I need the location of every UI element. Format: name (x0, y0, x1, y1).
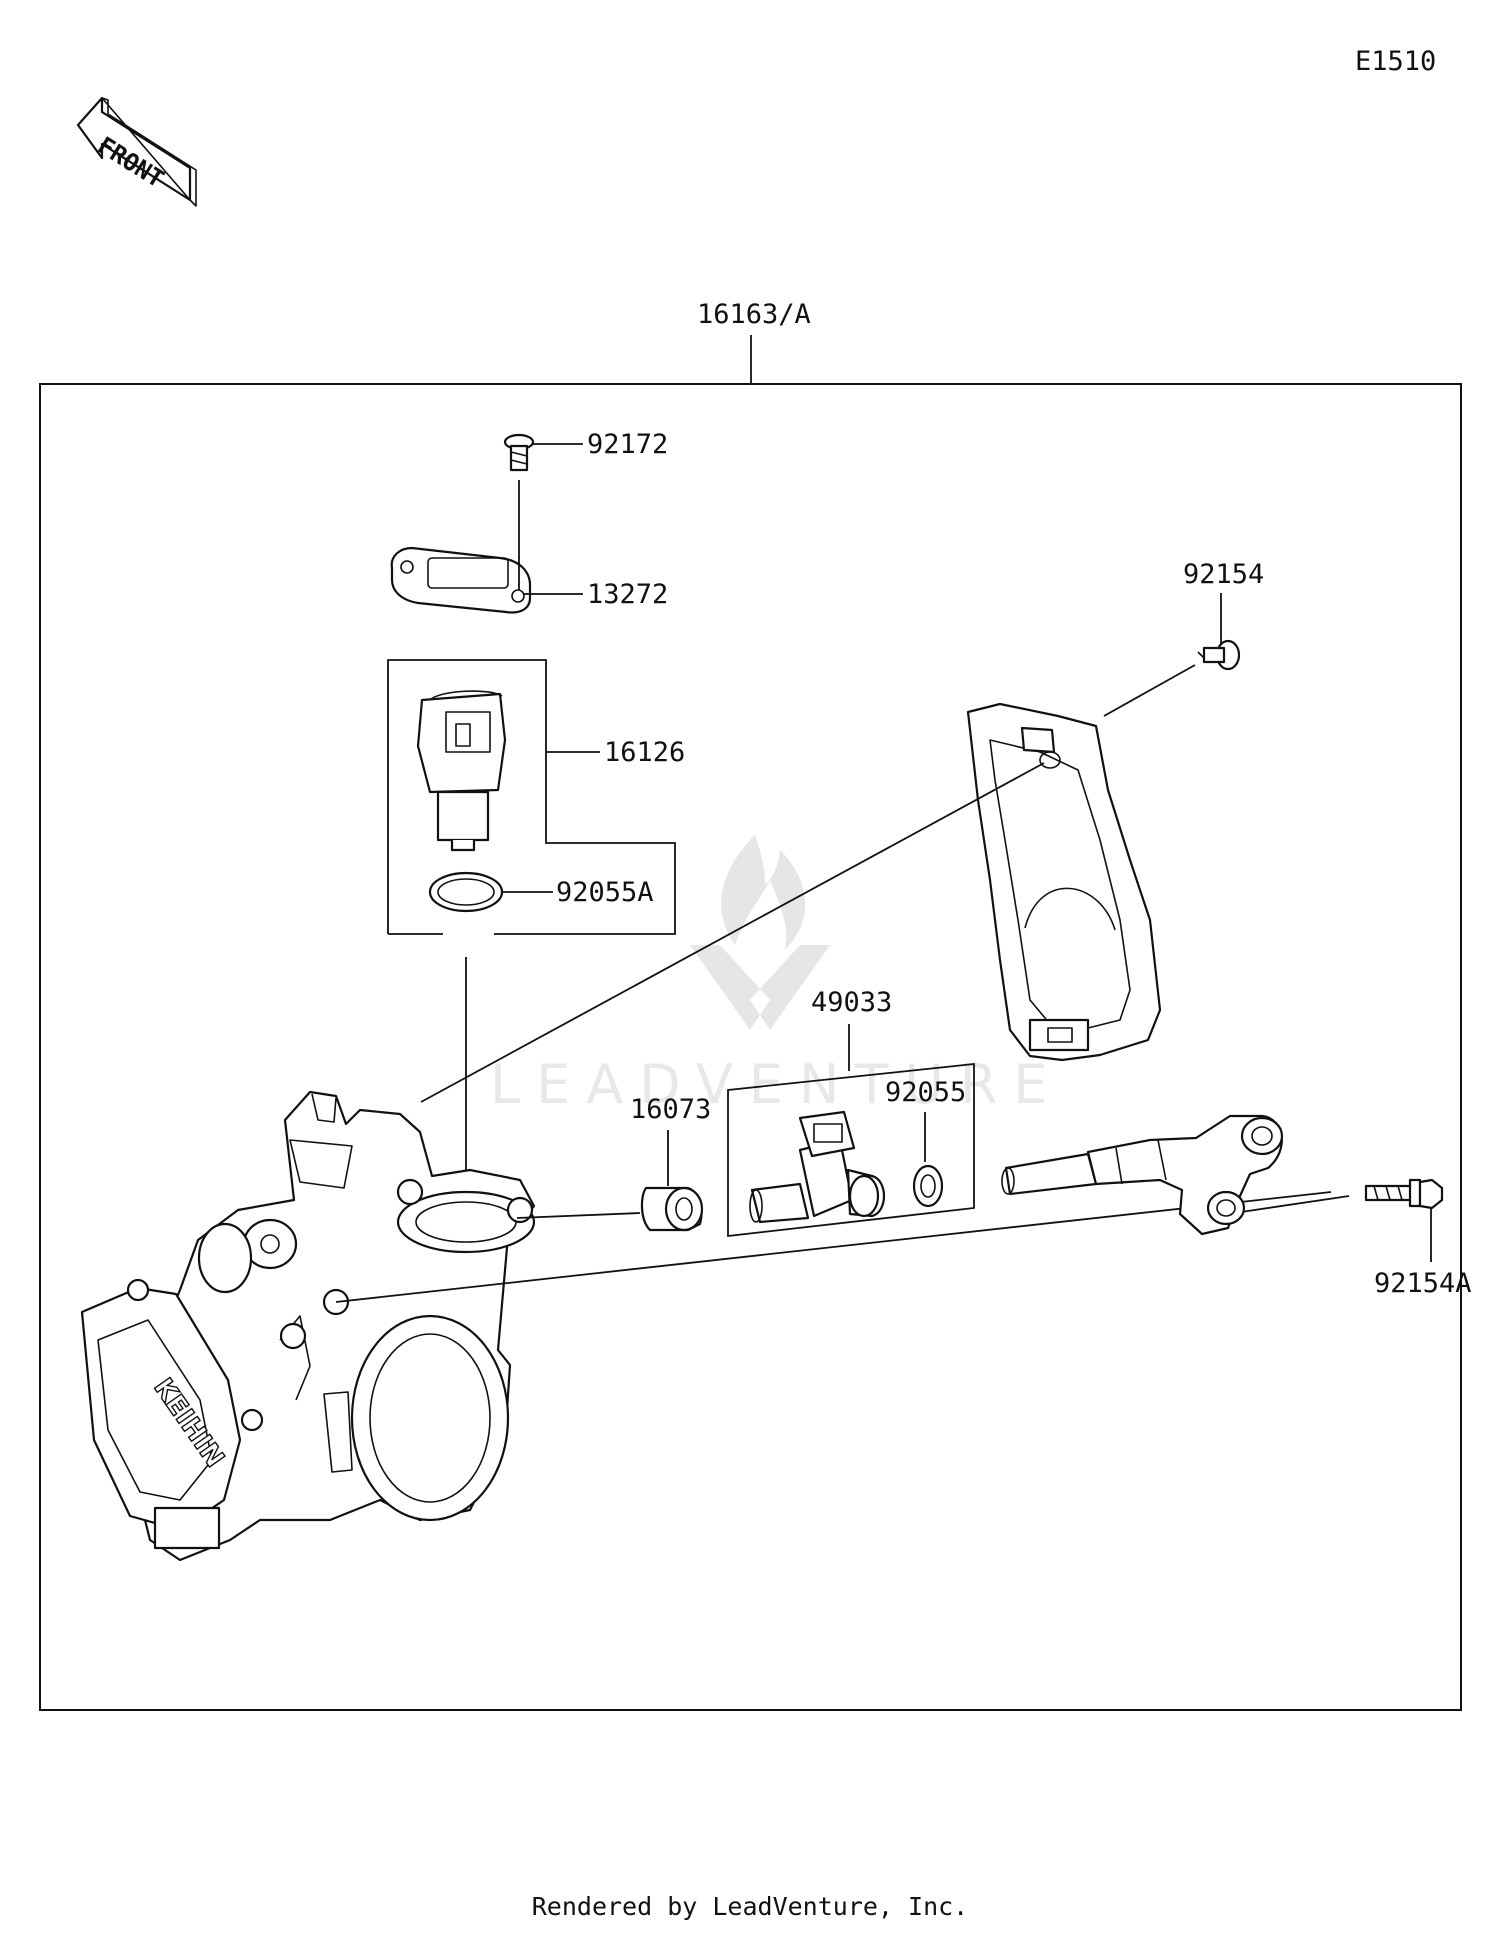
label-92055A: 92055A (556, 877, 654, 908)
label-13272: 13272 (587, 579, 668, 610)
collar-16073 (640, 1186, 704, 1232)
assembly-label: 16163/A (697, 299, 811, 330)
screw-92154 (1197, 639, 1241, 671)
o-ring-92055 (912, 1164, 944, 1208)
screw-92172 (503, 433, 535, 472)
footer-credit: Rendered by LeadVenture, Inc. (531, 1892, 969, 1921)
delivery-pipe (1001, 1114, 1284, 1236)
injector-group-box (727, 1062, 975, 1238)
label-16126: 16126 (604, 737, 685, 768)
front-arrow-icon: FRONT (76, 96, 197, 207)
watermark: LEADVENTURE (490, 835, 1063, 1116)
bolt-92154A (1364, 1178, 1444, 1210)
watermark-text: LEADVENTURE (490, 1053, 1063, 1116)
throttle-body: KEIHIN (80, 1090, 536, 1562)
gasket-plate-13272 (390, 546, 532, 614)
label-92154A: 92154A (1374, 1268, 1472, 1299)
label-92055: 92055 (885, 1077, 966, 1108)
assembly-box (39, 383, 1462, 1711)
cover-bracket (966, 702, 1162, 1062)
diagram-code: E1510 (1355, 46, 1436, 77)
label-92172: 92172 (587, 429, 668, 460)
injector (749, 1110, 885, 1224)
sensor-group-box (387, 659, 676, 935)
sensor-16126 (416, 690, 507, 852)
label-16073: 16073 (630, 1094, 711, 1125)
label-49033: 49033 (811, 987, 892, 1018)
label-92154: 92154 (1183, 559, 1264, 590)
